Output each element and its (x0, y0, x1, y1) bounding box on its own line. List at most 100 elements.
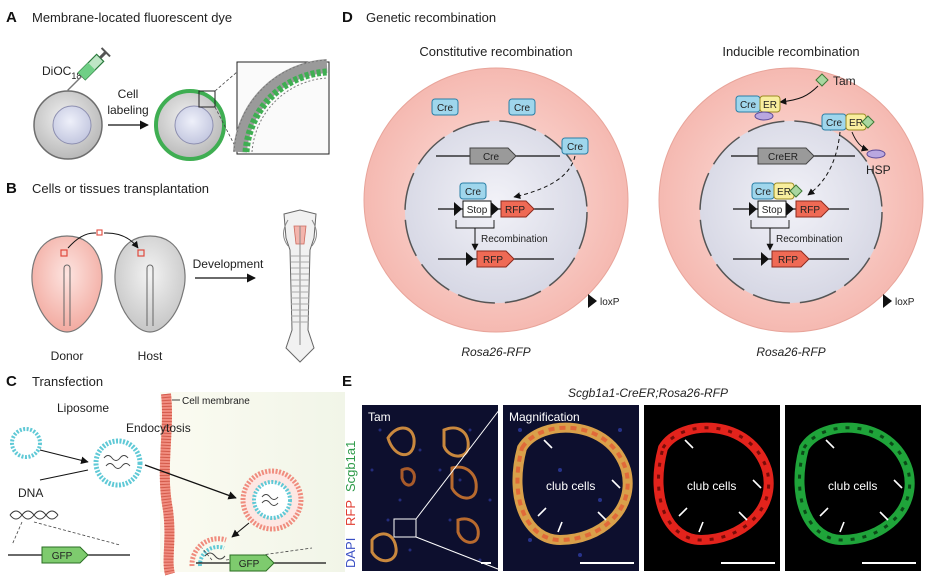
empty-liposome (10, 427, 42, 459)
channel-rfp-label: RFP (343, 500, 358, 526)
rfp-label-recombined: RFP (483, 255, 503, 266)
creer-hsp-complex: Cre ER (735, 95, 781, 121)
loxp-site-2 (491, 202, 499, 216)
rfp-gene-box (500, 200, 535, 218)
svg-text:ER: ER (777, 187, 791, 198)
club-cells-label-merged: club cells (546, 479, 595, 493)
tam-tile-label: Tam (368, 410, 391, 424)
inducible-strain: Rosa26-RFP (756, 345, 825, 359)
ind-recombination-label: Recombination (776, 234, 843, 245)
micrograph-merged: Magnification club cells (503, 405, 639, 571)
panel-c-title: Transfection (32, 374, 103, 389)
constitutive-nucleus (404, 120, 588, 304)
tam-entry-arrow (779, 85, 819, 105)
liposome-label: Liposome (57, 401, 109, 415)
zoom-line-e2 (415, 536, 504, 572)
cre-protein-2: Cre (508, 98, 536, 116)
development-label: Development (193, 257, 264, 271)
cre-bound: Cre (459, 182, 487, 200)
tamoxifen-icon (815, 73, 829, 87)
magnification-label: Magnification (509, 410, 580, 424)
panel-a-title: Membrane-located fluorescent dye (32, 10, 232, 25)
arrow-markers-green (819, 439, 903, 533)
panel-e: E Scgb1a1-CreER;Rosa26-RFP Scgb1a1 RFP D… (342, 373, 921, 572)
assembly-arrow (39, 449, 89, 465)
channel-dapi-label: DAPI (343, 538, 358, 568)
loxp-site-1 (454, 202, 462, 216)
genotype-label: Scgb1a1-CreER;Rosa26-RFP (568, 386, 728, 400)
arrow-markers-rfp (678, 439, 762, 533)
ind-loxp-site-recombined (761, 252, 769, 266)
svg-text:Cre: Cre (740, 100, 757, 111)
svg-text:Cre: Cre (437, 103, 454, 114)
loxp-legend-label: loxP (600, 297, 620, 308)
dna-helix-icon (9, 510, 59, 520)
hsp-bound-icon (754, 111, 774, 121)
cre-gene-box (469, 147, 517, 165)
hsp-label: HSP (866, 163, 891, 177)
svg-text:ER: ER (849, 118, 863, 129)
ind-rfp-label-recombined: RFP (778, 255, 798, 266)
zoom-line-e1 (415, 404, 504, 520)
stop-label: Stop (467, 205, 488, 216)
svg-text:Cre: Cre (514, 103, 531, 114)
ind-loxp-site-2 (786, 202, 794, 216)
ind-rfp-gene-recombined (771, 250, 810, 268)
loaded-liposome (93, 438, 143, 488)
endosome (240, 468, 304, 532)
ind-stop-label: Stop (762, 205, 783, 216)
panel-d-letter: D (342, 9, 353, 26)
creer-translocation-arrow (807, 131, 841, 196)
syringe-icon (67, 47, 111, 91)
dye-label: DiOC18 (42, 64, 81, 81)
host-embryo (114, 235, 186, 333)
ind-rfp-gene-box (795, 200, 830, 218)
panel-b: B Cells or tissues transplantation Donor… (6, 180, 317, 363)
svg-text:Cre: Cre (826, 118, 843, 129)
loxp-legend-icon (588, 294, 597, 308)
micrograph-overview: Tam (362, 405, 498, 571)
panel-c-letter: C (6, 373, 17, 390)
gfp-label-right: GFP (239, 559, 260, 570)
dna-label: DNA (18, 486, 43, 500)
labeling-label-1: Cell (118, 87, 139, 101)
rfp-gene-recombined (476, 250, 515, 268)
tam-label: Tam (833, 74, 856, 88)
developed-embryo (283, 209, 317, 363)
unlabeled-cell (33, 90, 103, 160)
micrograph-rfp: club cells (644, 405, 780, 571)
graft-path-2 (103, 232, 139, 249)
svg-text:Cre: Cre (465, 187, 482, 198)
broken-vesicle (189, 536, 227, 567)
hsp-free-icon (866, 149, 886, 159)
creer-bound: Cre ER (751, 182, 803, 200)
membrane-zoom-inset (233, 59, 330, 155)
panel-d-title: Genetic recombination (366, 10, 496, 25)
ind-rfp-label: RFP (800, 205, 820, 216)
gfp-gene-box-cytoplasm (229, 554, 275, 572)
escape-arrow (231, 522, 250, 538)
gfp-gene-box (41, 546, 89, 564)
panel-a: A Membrane-located fluorescent dye DiOC1… (6, 9, 330, 161)
svg-text:Cre: Cre (567, 142, 584, 153)
inducible-nucleus (699, 120, 883, 304)
cell-membrane-label: Cell membrane (182, 396, 250, 407)
club-cells-label-green: club cells (828, 479, 877, 493)
panel-d: D Genetic recombination Constitutive rec… (342, 9, 924, 359)
panel-c: C Transfection Cell membrane Liposome DN… (6, 373, 345, 576)
inducible-recombination: Inducible recombination Tam Cre ER Cre E… (658, 44, 924, 359)
cre-protein-1: Cre (431, 98, 459, 116)
cre-protein-3: Cre (561, 137, 589, 155)
rfp-label: RFP (505, 205, 525, 216)
club-cells-label-rfp: club cells (687, 479, 736, 493)
ind-loxp-site-1 (749, 202, 757, 216)
channel-scgb1a1-label: Scgb1a1 (343, 441, 358, 492)
inducible-title: Inducible recombination (722, 44, 859, 59)
constitutive-recombination: Constitutive recombination Cre Cre Cre C… (363, 44, 629, 359)
ind-loxp-legend-icon (883, 294, 892, 308)
creer-tam-complex: Cre ER (821, 113, 875, 131)
svg-text:ER: ER (763, 100, 777, 111)
zoom-line-top (214, 71, 238, 92)
donor-embryo (31, 235, 103, 333)
